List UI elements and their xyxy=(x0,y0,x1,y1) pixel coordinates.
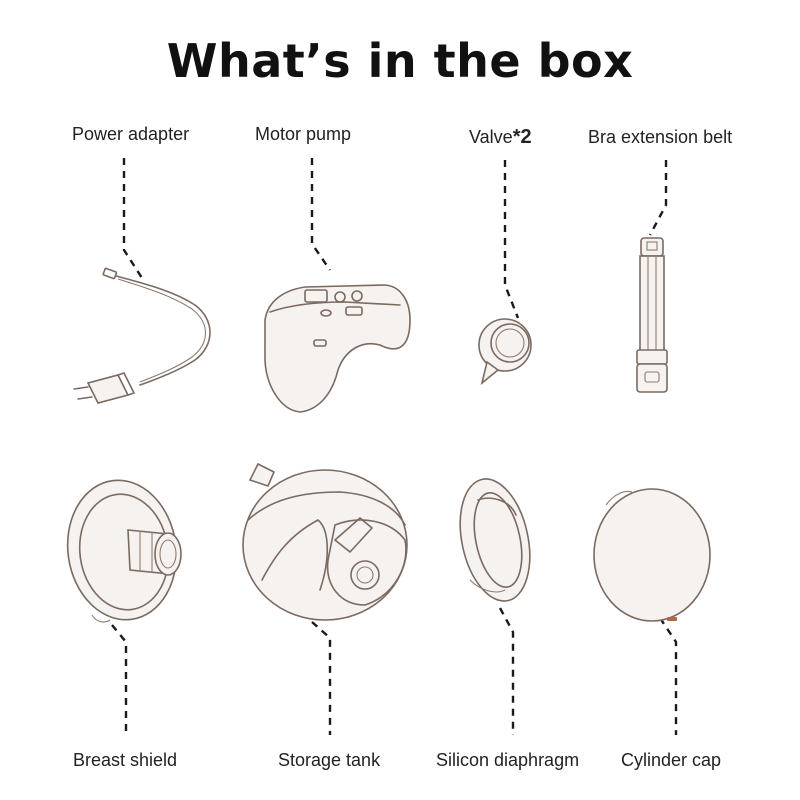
leader-cylinder-cap xyxy=(659,617,678,735)
leader-bra-belt xyxy=(648,160,668,236)
motor-pump-illustration xyxy=(264,284,411,413)
label-cylinder-cap: Cylinder cap xyxy=(621,750,722,770)
bra-extension-belt-illustration xyxy=(636,237,668,393)
label-power-adapter: Power adapter xyxy=(72,124,190,144)
storage-tank-illustration xyxy=(242,462,408,621)
leader-motor-pump xyxy=(310,158,331,271)
cylinder-cap-illustration xyxy=(593,488,711,622)
leader-valve xyxy=(503,160,520,319)
leader-storage-tank xyxy=(311,621,332,735)
breast-shield-illustration xyxy=(66,479,182,623)
label-breast-shield: Breast shield xyxy=(73,750,178,770)
label-valve-qty: *2 xyxy=(512,126,532,148)
leader-silicon-diaphragm xyxy=(498,607,515,735)
leader-breast-shield xyxy=(111,624,128,735)
silicon-diaphragm-illustration xyxy=(459,478,531,602)
page-title: What’s in the box xyxy=(166,34,634,88)
label-bra-extension-belt: Bra extension belt xyxy=(588,127,733,147)
leader-power-adapter xyxy=(122,158,144,279)
label-valve-text: Valve xyxy=(469,127,513,147)
label-valve: Valve*2 xyxy=(469,126,532,149)
label-storage-tank: Storage tank xyxy=(278,750,381,770)
power-adapter-illustration xyxy=(73,267,211,404)
valve-illustration xyxy=(478,318,532,386)
label-silicon-diaphragm: Silicon diaphragm xyxy=(436,750,580,770)
label-motor-pump: Motor pump xyxy=(255,124,352,144)
